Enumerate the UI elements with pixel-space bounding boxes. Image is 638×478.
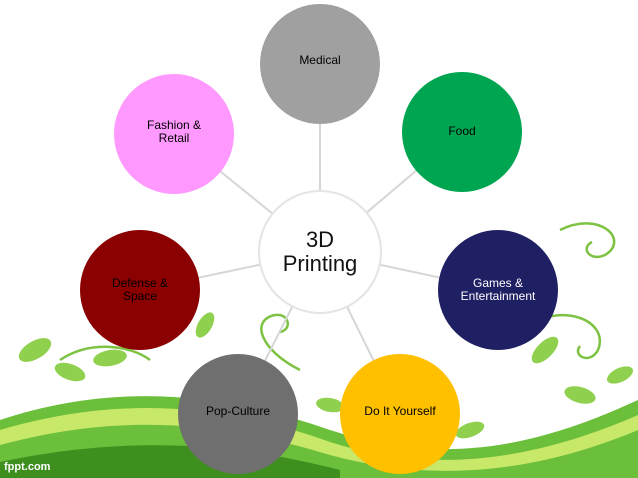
node-medical-label: Medical (299, 52, 341, 67)
node-games-label-line-2: Entertainment (460, 289, 536, 303)
node-food: Food (402, 72, 522, 192)
leaf (531, 336, 559, 364)
center-node-line-2: Printing (282, 251, 358, 276)
node-diy-label: Do It Yourself (364, 403, 436, 418)
leaf (564, 386, 596, 404)
leaf (316, 397, 344, 413)
node-defense-label-line-2: Space (122, 289, 157, 303)
leaf (195, 312, 215, 338)
node-medical: Medical (260, 4, 380, 124)
leaf (18, 338, 52, 362)
swirl-tendril-left (59, 345, 151, 362)
leaf (455, 421, 485, 439)
node-pop-culture: Pop-Culture (178, 354, 298, 474)
node-games-label-line-1: Games & (472, 276, 523, 290)
center-node-line-1: 3D (305, 227, 335, 252)
node-defense-label-line-1: Defense & (111, 276, 169, 290)
fppt-watermark: fppt.com (4, 461, 51, 473)
node-food-label: Food (448, 123, 476, 138)
leaf (54, 362, 86, 382)
swirl-tendril-mid (260, 313, 301, 372)
node-fashion: Fashion & Retail (114, 74, 234, 194)
node-games: Games & Entertainment (438, 230, 558, 350)
green-swoosh-highlight (0, 408, 638, 471)
node-defense: Defense & Space (80, 230, 200, 350)
node-fashion-label-line-2: Retail (158, 131, 190, 145)
swirl-tendril-right (559, 222, 616, 259)
node-diy: Do It Yourself (340, 354, 460, 474)
leaf (93, 349, 127, 367)
node-pop-culture-label: Pop-Culture (205, 403, 271, 418)
leaf (606, 366, 634, 384)
center-node: 3D Printing (258, 190, 382, 314)
node-fashion-label-line-1: Fashion & (146, 118, 202, 132)
